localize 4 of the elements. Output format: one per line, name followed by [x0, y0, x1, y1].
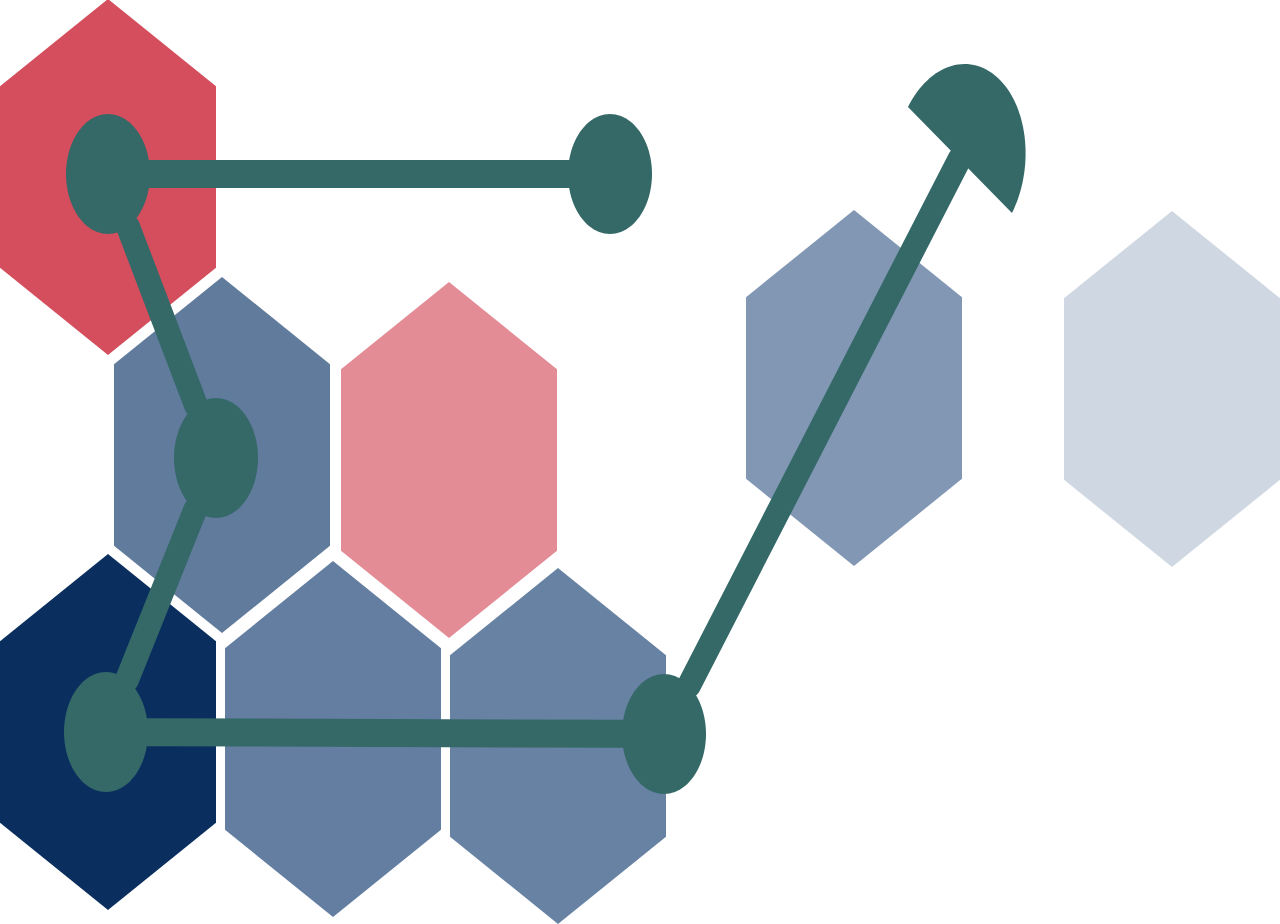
connector-line	[114, 498, 208, 692]
connector-line	[676, 146, 972, 698]
semicircle-marker	[908, 63, 1026, 212]
connector-line	[116, 214, 208, 418]
